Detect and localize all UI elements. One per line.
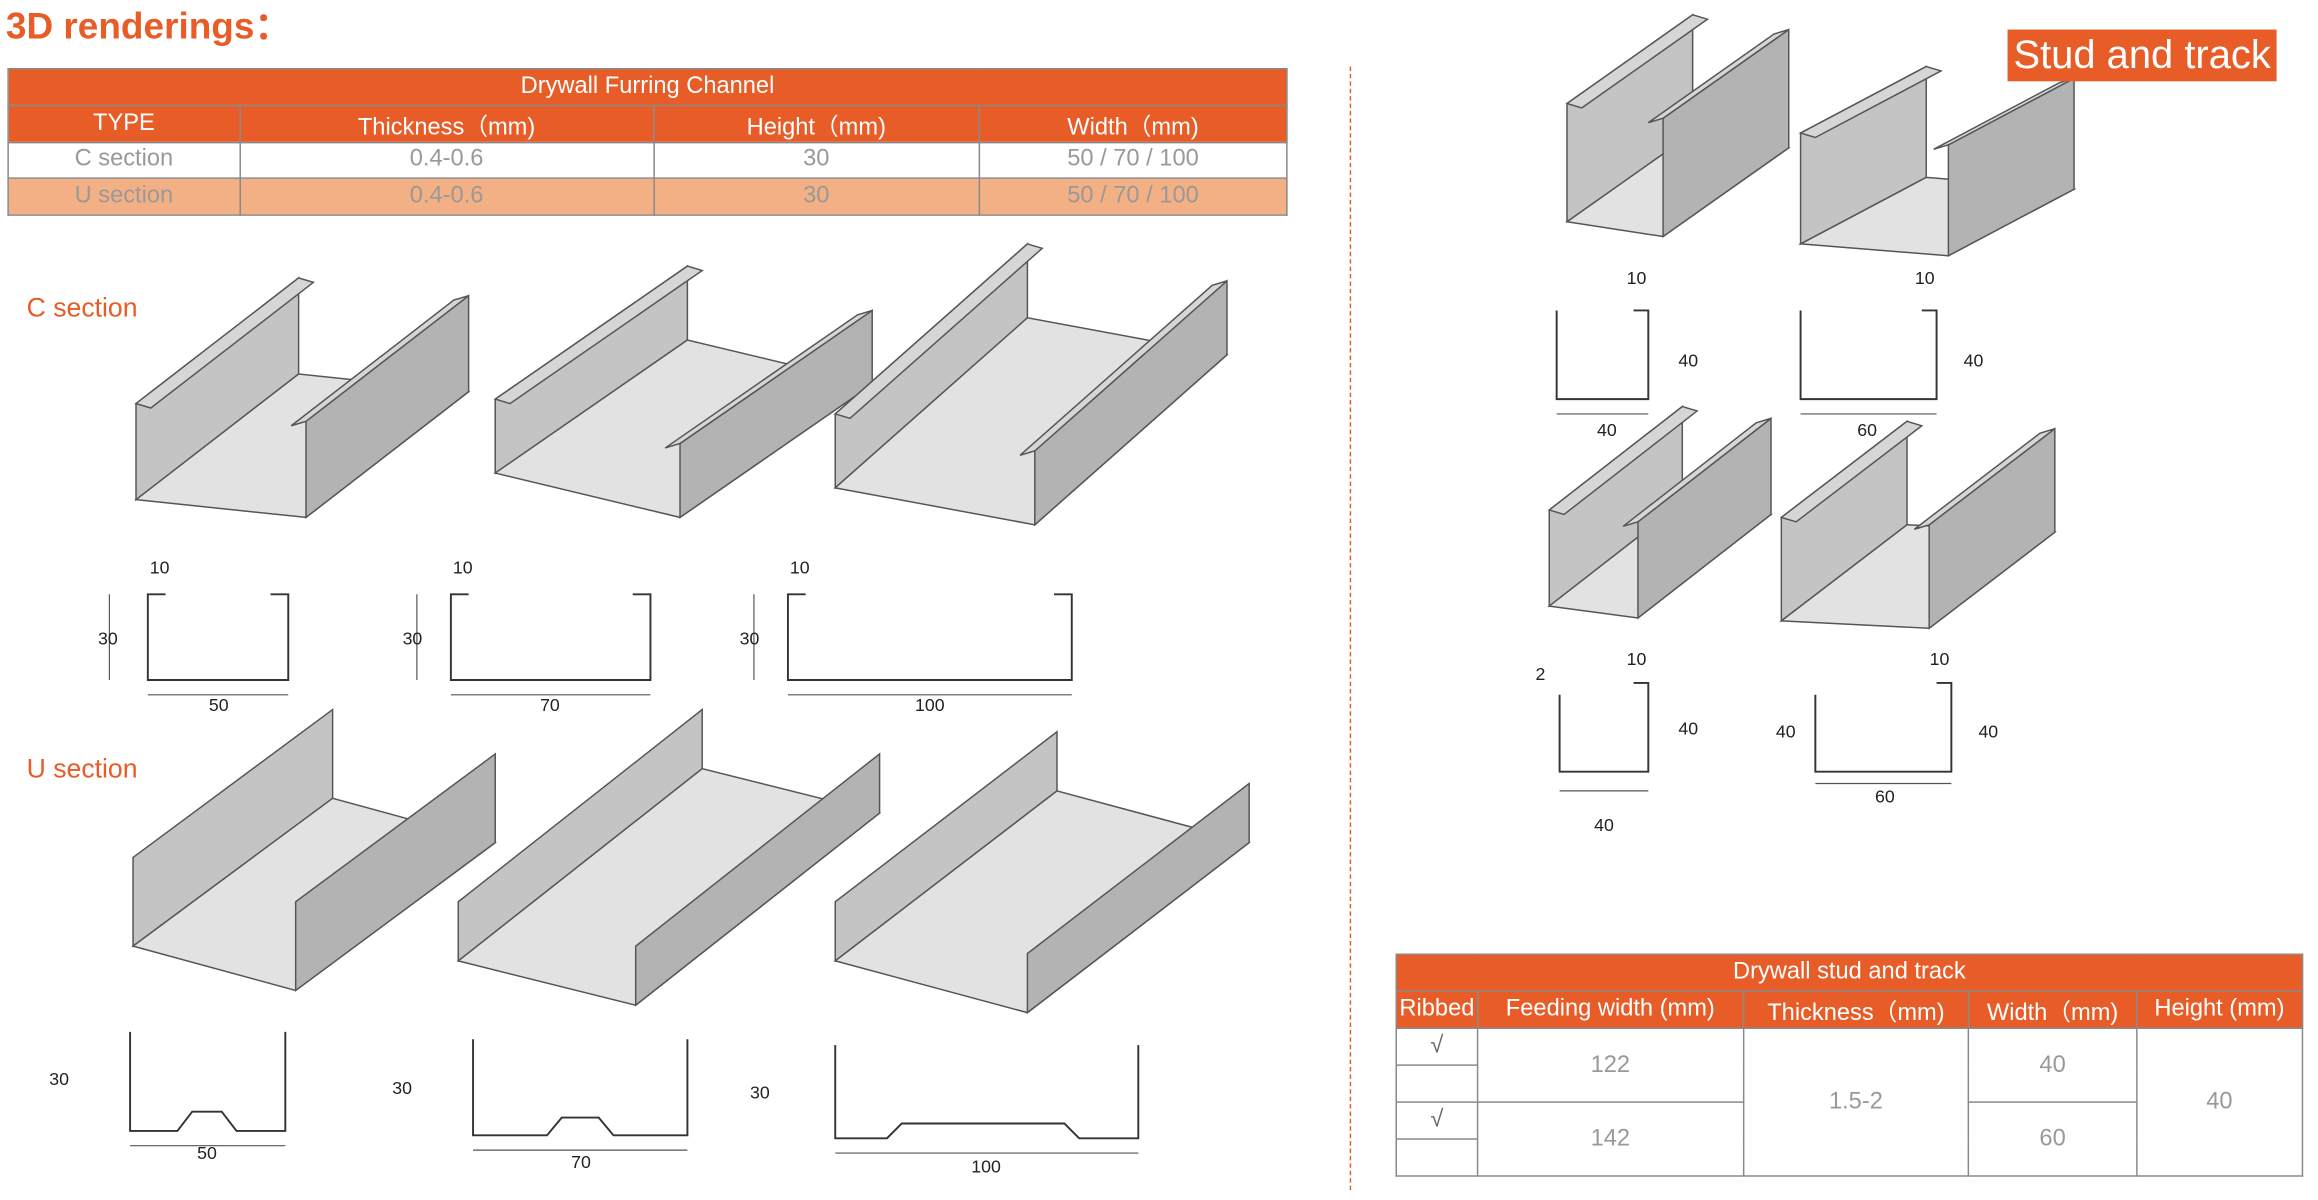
- dim-label: 100: [971, 1156, 1001, 1176]
- dim-label: 10: [453, 558, 473, 578]
- channel-lip: [1933, 77, 2075, 151]
- col-header: Height（mm): [652, 104, 980, 143]
- cell: 1.5-2: [1742, 1027, 1970, 1177]
- dim-label: 30: [98, 629, 118, 649]
- channel-lip: [1647, 28, 1790, 124]
- col-header: Feeding width (mm): [1476, 990, 1744, 1029]
- 3d-renderings: [131, 13, 2077, 1015]
- table-caption: Drywall stud and track: [1395, 953, 2304, 992]
- table-row: U section 0.4-0.6 30 50 / 70 / 100: [7, 177, 1288, 216]
- cell: 122: [1476, 1027, 1744, 1103]
- cell: 30: [652, 177, 980, 216]
- cell: U section: [7, 177, 241, 216]
- channel-lip: [1565, 13, 1710, 109]
- check-icon: √: [1395, 1101, 1479, 1140]
- channel-lip: [134, 277, 315, 409]
- cell: 50 / 70 / 100: [978, 141, 1288, 179]
- col-header: Thickness（mm): [1742, 990, 1970, 1029]
- channel-lip: [1547, 405, 1699, 516]
- cell: 60: [1968, 1101, 2138, 1177]
- dim-label: 2: [1535, 664, 1545, 684]
- cell: 50 / 70 / 100: [978, 177, 1288, 216]
- dim-label: 30: [403, 629, 423, 649]
- dim-label: 100: [915, 695, 945, 715]
- c-section-label: C section: [26, 292, 138, 323]
- cell: 0.4-0.6: [238, 177, 655, 216]
- cell: 0.4-0.6: [238, 141, 655, 179]
- stud-track-table: Drywall stud and track Ribbed Feeding wi…: [1395, 953, 2304, 1177]
- channel-lip: [833, 243, 1044, 420]
- dim-label: 40: [1678, 719, 1698, 739]
- channel-lip: [1019, 280, 1228, 457]
- dimension-labels: 10 30 50 10 30 70 10 30 100 30 50 30 70 …: [49, 268, 1998, 1176]
- channel-right-wall: [1947, 77, 2075, 257]
- dim-label: 40: [1594, 815, 1614, 835]
- col-header: Width（mm): [1968, 990, 2138, 1029]
- empty-cell: [1395, 1064, 1479, 1103]
- col-header: Ribbed: [1395, 990, 1479, 1029]
- dim-label: 30: [750, 1082, 770, 1102]
- channel-lip: [664, 309, 873, 449]
- channel-right-wall: [1026, 782, 1250, 1015]
- cell: C section: [7, 141, 241, 179]
- channel-lip: [1798, 65, 1943, 139]
- dim-label: 40: [1978, 722, 1998, 742]
- dim-label: 30: [740, 629, 760, 649]
- col-header: Width（mm): [978, 104, 1288, 143]
- dim-label: 40: [1964, 351, 1984, 371]
- cell: 40: [2135, 1027, 2304, 1177]
- channel-right-wall: [634, 752, 881, 1007]
- cell: 30: [652, 141, 980, 179]
- check-icon: √: [1395, 1027, 1479, 1066]
- channel-lip: [1779, 420, 1924, 523]
- table-caption: Drywall Furring Channel: [7, 68, 1288, 106]
- profile-drawings: [129, 309, 1953, 1140]
- col-header: TYPE: [7, 104, 241, 143]
- dim-label: 40: [1597, 420, 1617, 440]
- col-header: Height (mm): [2135, 990, 2304, 1029]
- dim-label: 70: [571, 1152, 591, 1172]
- dim-label: 60: [1875, 787, 1895, 807]
- channel-right-wall: [294, 752, 496, 992]
- table-row: C section 0.4-0.6 30 50 / 70 / 100: [7, 141, 1288, 179]
- dim-label: 10: [150, 558, 170, 578]
- dim-label: 30: [49, 1069, 69, 1089]
- dim-label: 10: [1627, 268, 1647, 288]
- channel-right-wall: [305, 294, 470, 519]
- dim-label: 50: [197, 1143, 217, 1163]
- page-title: 3D renderings：: [5, 5, 292, 48]
- dim-label: 70: [540, 695, 560, 715]
- dimension-lines: [108, 413, 1952, 1154]
- empty-cell: [1395, 1138, 1479, 1177]
- dashed-divider: [1349, 66, 1352, 1191]
- channel-lip: [290, 294, 470, 427]
- channel-lip: [1622, 417, 1772, 527]
- channel-right-wall: [1928, 427, 2056, 630]
- channel-lip: [493, 265, 704, 405]
- dim-label: 40: [1678, 351, 1698, 371]
- col-header: Thickness（mm): [238, 104, 655, 143]
- dim-label: 10: [1930, 649, 1950, 669]
- dim-label: 10: [1627, 649, 1647, 669]
- channel-lip: [1913, 427, 2056, 530]
- stud-track-tag: Stud and track: [2007, 29, 2277, 82]
- dim-label: 10: [790, 558, 810, 578]
- dim-label: 40: [1776, 722, 1796, 742]
- dim-label: 30: [392, 1078, 412, 1098]
- u-section-label: U section: [26, 753, 138, 784]
- dim-label: 10: [1915, 268, 1935, 288]
- dim-label: 50: [209, 695, 229, 715]
- cell: 40: [1968, 1027, 2138, 1103]
- furring-channel-table: Drywall Furring Channel TYPE Thickness（m…: [7, 68, 1288, 216]
- dim-label: 60: [1857, 420, 1877, 440]
- cell: 142: [1476, 1101, 1744, 1177]
